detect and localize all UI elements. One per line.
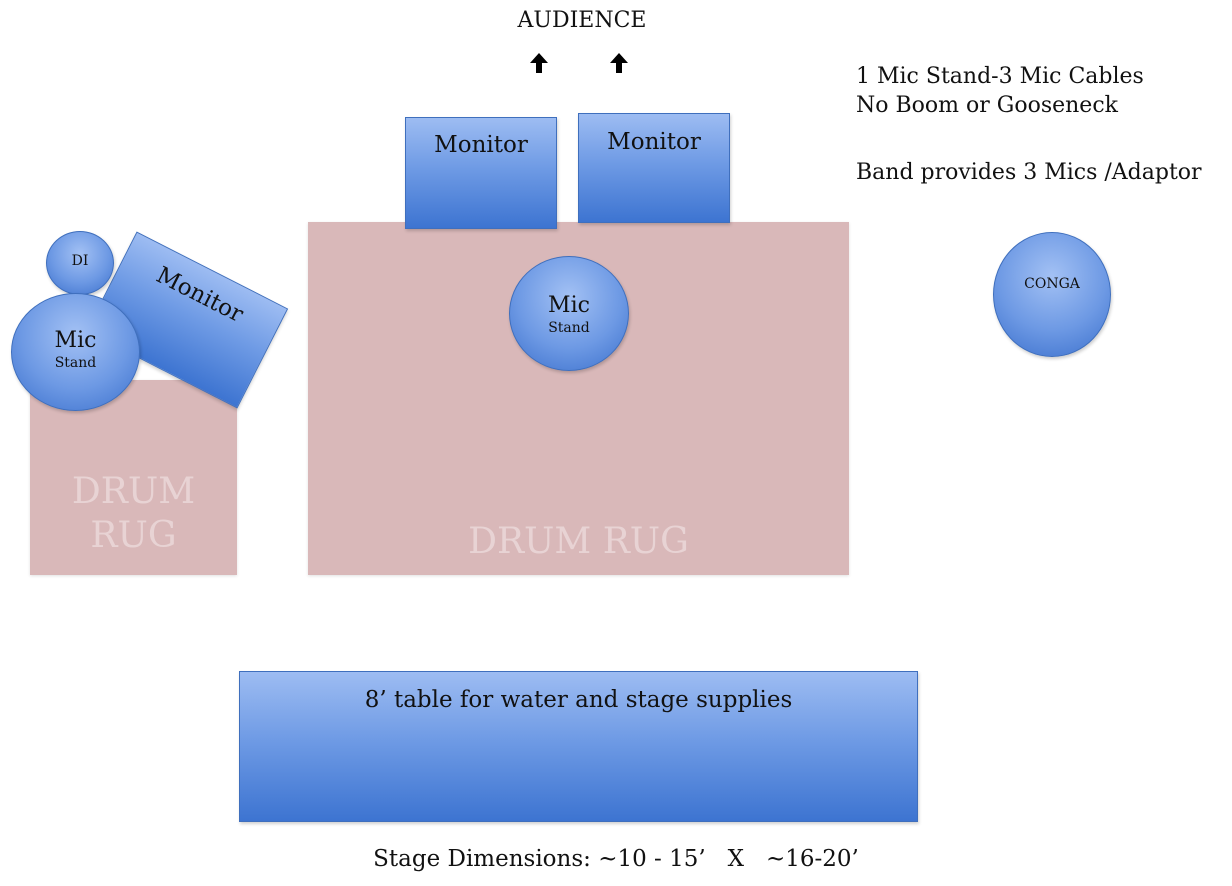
monitor-front-left: Monitor <box>405 117 557 229</box>
di-box: DI <box>46 231 114 295</box>
note-line-2: No Boom or Gooseneck <box>856 93 1118 118</box>
monitor-label: Monitor <box>434 132 528 158</box>
stage-notes: 1 Mic Stand-3 Mic Cables No Boom or Goos… <box>856 62 1202 187</box>
conga: CONGA <box>993 232 1111 357</box>
arrow-up-icon <box>610 53 628 73</box>
mic-stand-sublabel: Stand <box>548 320 590 336</box>
monitor-front-right: Monitor <box>578 113 730 223</box>
supply-table: 8’ table for water and stage supplies <box>239 671 918 822</box>
mic-stand-center: Mic Stand <box>509 256 629 371</box>
mic-stand-label: Mic <box>548 293 590 318</box>
side-drum-rug <box>30 380 237 575</box>
mic-stand-label: Mic <box>54 328 97 353</box>
monitor-label: Monitor <box>607 129 701 155</box>
monitor-label: Monitor <box>152 262 248 328</box>
table-label: 8’ table for water and stage supplies <box>364 687 793 713</box>
side-drum-rug-label: DRUM RUG <box>71 471 196 556</box>
conga-label: CONGA <box>1024 276 1080 292</box>
stage-dimensions: Stage Dimensions: ~10 - 15’ X ~16-20’ <box>373 846 859 872</box>
audience-label: AUDIENCE <box>517 8 647 33</box>
note-line-3: Band provides 3 Mics /Adaptor <box>856 160 1202 185</box>
main-drum-rug-label: DRUM RUG <box>468 521 689 562</box>
mic-stand-sublabel: Stand <box>54 355 97 371</box>
arrow-up-icon <box>530 53 548 73</box>
note-line-1: 1 Mic Stand-3 Mic Cables <box>856 64 1144 89</box>
mic-stand-side: Mic Stand <box>11 293 140 411</box>
di-label: DI <box>71 253 89 269</box>
